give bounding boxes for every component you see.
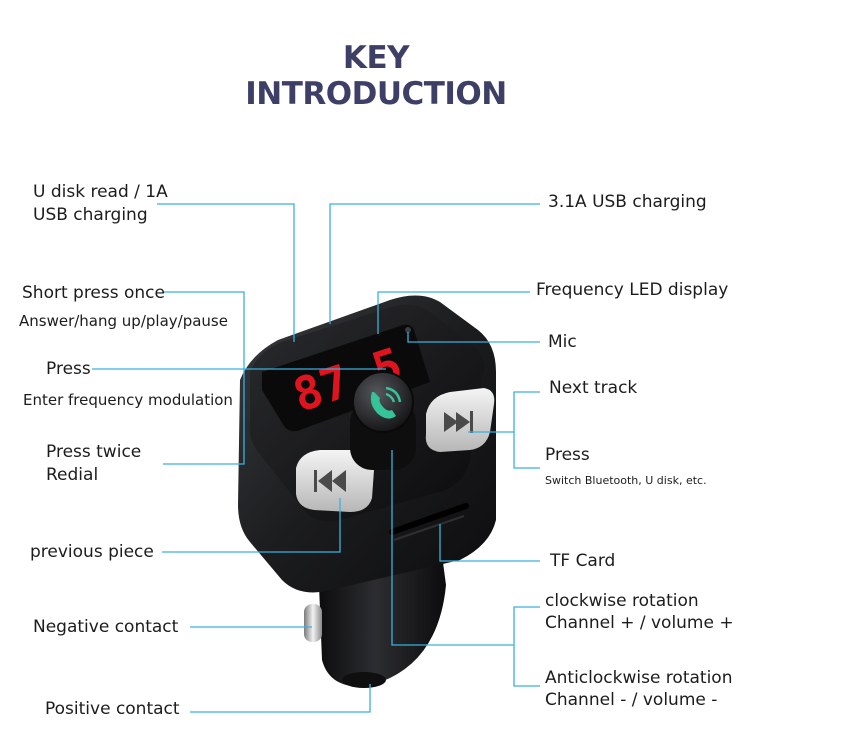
negative-contact-spring	[304, 604, 322, 642]
label-next-track: Next track	[549, 378, 638, 398]
label-press: Press	[46, 359, 91, 379]
title-introduction: INTRODUCTION	[245, 76, 507, 112]
label-enter-frequency: Enter frequency modulation	[23, 391, 233, 409]
tf-card-slot	[389, 503, 469, 535]
leader-next-track-bracket	[513, 391, 540, 469]
label-anticlockwise-line2: Channel - / volume -	[545, 690, 718, 710]
positive-tip	[342, 672, 386, 688]
leader-frequency-led	[377, 291, 530, 334]
rotary-knob[interactable]	[352, 371, 414, 433]
label-negative-contact: Negative contact	[33, 617, 179, 637]
title-key: KEY	[342, 40, 410, 76]
leader-tf-card	[439, 524, 540, 562]
label-mic: Mic	[548, 332, 577, 352]
car-fm-transmitter: 87.5	[238, 295, 496, 688]
label-positive-contact: Positive contact	[45, 699, 180, 719]
label-u-disk-line2: USB charging	[33, 205, 148, 225]
tf-card-slot-edge	[393, 515, 465, 541]
leader-positive	[190, 684, 371, 713]
label-press-right: Press	[545, 445, 590, 465]
leader-short-press	[163, 291, 245, 465]
phone-icon	[370, 386, 402, 419]
previous-track-icon	[314, 470, 346, 492]
leader-rotation	[391, 450, 514, 646]
label-tf-card: TF Card	[550, 551, 616, 571]
leader-usb-31a	[329, 203, 540, 324]
label-press-twice: Press twice	[46, 442, 142, 462]
leader-previous	[162, 498, 341, 553]
label-clockwise-line1: clockwise rotation	[545, 591, 699, 611]
label-frequency-led: Frequency LED display	[536, 280, 729, 300]
leader-mic	[407, 332, 540, 343]
label-short-press: Short press once	[22, 283, 165, 303]
label-switch-bluetooth: Switch Bluetooth, U disk, etc.	[545, 474, 707, 487]
label-redial: Redial	[46, 465, 99, 485]
label-anticlockwise-line1: Anticlockwise rotation	[545, 668, 733, 688]
next-track-icon	[444, 411, 473, 433]
leader-lines	[92, 203, 540, 713]
label-usb-31a: 3.1A USB charging	[548, 192, 707, 212]
leader-rotation-bracket	[513, 606, 540, 687]
leader-u-disk	[157, 203, 295, 342]
label-previous-piece: previous piece	[30, 542, 154, 562]
label-clockwise-line2: Channel + / volume +	[545, 613, 734, 633]
mic-hole	[405, 327, 411, 333]
label-u-disk-line1: U disk read / 1A	[33, 182, 168, 202]
led-window	[262, 324, 430, 432]
label-answer-hangup: Answer/hang up/play/pause	[19, 312, 228, 330]
